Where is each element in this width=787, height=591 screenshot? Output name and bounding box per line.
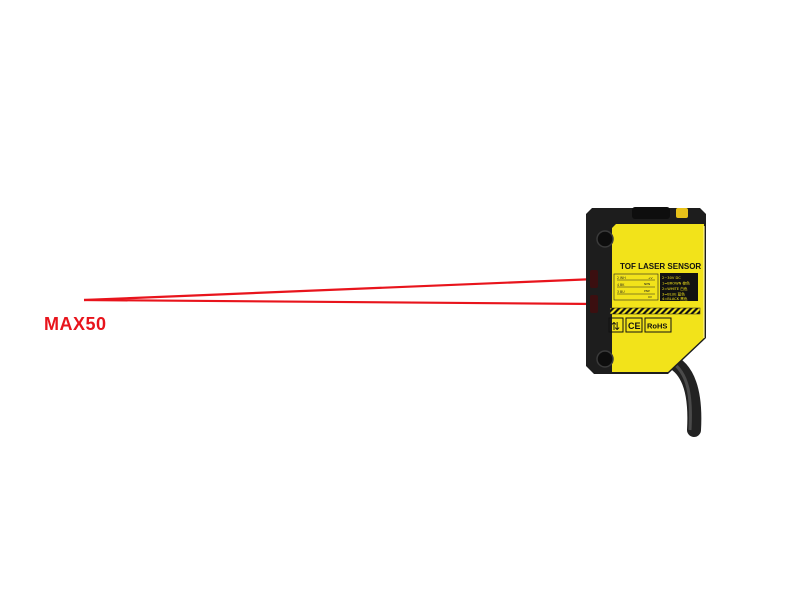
spec-line-3: 2=WHITE 白色 <box>662 286 688 291</box>
arrows-badge <box>608 317 624 333</box>
hazard-stripe-segment <box>618 308 627 314</box>
wiring-right-4: 0V <box>648 295 653 299</box>
hazard-stripe-segment <box>642 308 651 314</box>
hazard-stripe-segment <box>648 308 657 314</box>
laser-beam-upper <box>83 277 597 302</box>
spec-line-5: 4=BLACK 黑色 <box>662 296 688 301</box>
spec-line-1: 2~30V DC <box>662 276 681 280</box>
hazard-stripe-segment <box>610 308 615 313</box>
wiring-label-2: 4 BK <box>617 283 625 287</box>
sensor-top-window <box>632 207 670 219</box>
rohs-badge <box>644 317 672 333</box>
spec-panel: 2~30V DC 1=BROWN 棕色 2=WHITE 白色 3=BLUE 蓝色… <box>660 273 698 301</box>
wiring-label-3: 3 BU <box>617 290 625 294</box>
wiring-right-1: +V <box>648 276 654 280</box>
hazard-stripe-segment <box>696 310 700 314</box>
mounting-hole-top <box>596 230 614 248</box>
ce-mark: CE <box>628 321 641 331</box>
wiring-diagram: 2 WH 4 BK 3 BU +V NPN PNP 0V <box>613 273 659 301</box>
wiring-right-2: NPN <box>644 282 650 286</box>
sensor-title: TOF LASER SENSOR <box>620 262 701 271</box>
laser-beam-lower <box>83 298 597 306</box>
spec-line-4: 3=BLUE 蓝色 <box>662 292 685 297</box>
range-label: MAX50 <box>44 314 107 334</box>
hazard-stripe-segment <box>678 308 687 314</box>
hazard-stripe-segment <box>624 308 633 314</box>
laser-beams <box>83 277 597 306</box>
hazard-stripe-segment <box>672 308 681 314</box>
hazard-stripe-segment <box>690 308 699 314</box>
wiring-right-3: PNP <box>644 289 650 293</box>
hazard-stripe-segment <box>660 308 669 314</box>
wiring-label-1: 2 WH <box>617 276 626 280</box>
receiver-lens <box>590 295 598 313</box>
emitter-lens <box>590 270 598 288</box>
hazard-stripe-segment <box>636 308 645 314</box>
rohs-mark: RoHS <box>647 322 667 331</box>
hazard-stripe-segment <box>684 308 693 314</box>
cert-icons: ⇅ CE RoHS <box>608 317 672 333</box>
arrows-icon: ⇅ <box>611 320 620 333</box>
sensor-front-face <box>602 224 704 372</box>
mounting-hole-bottom <box>596 350 614 368</box>
hazard-stripe-segment <box>612 308 621 314</box>
sensor-lens-bezel <box>586 214 612 372</box>
hazard-stripe <box>609 307 717 315</box>
hazard-stripe-segment <box>666 308 675 314</box>
ce-badge <box>625 317 643 333</box>
hazard-stripe-segment <box>654 308 663 314</box>
hazard-stripe-segment <box>708 308 717 314</box>
spec-line-2: 1=BROWN 棕色 <box>662 281 690 286</box>
sensor-top-indicator <box>676 208 688 218</box>
hazard-stripe-segment <box>630 308 639 314</box>
